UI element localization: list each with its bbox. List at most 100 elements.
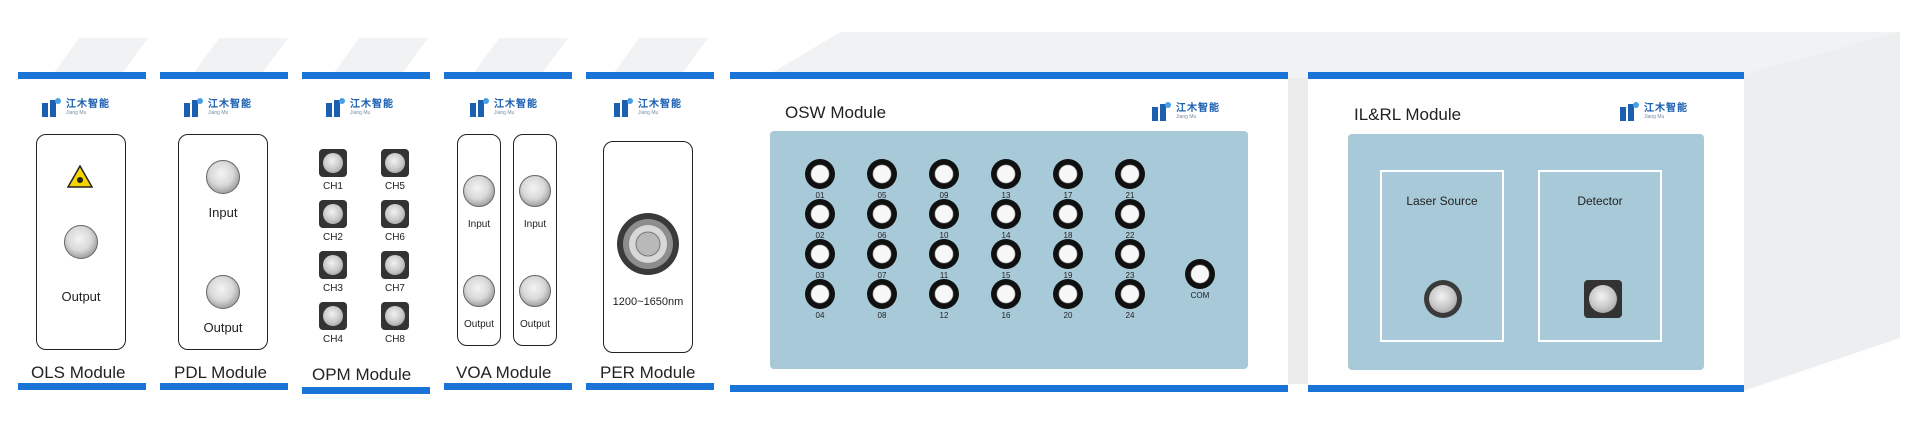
opm-ch2-label: CH2 [322, 232, 343, 243]
osw-port-12[interactable] [929, 279, 959, 309]
opm-ch5-port[interactable] [381, 149, 409, 177]
detector-port[interactable] [1584, 280, 1622, 318]
opm-ch4-label: CH4 [322, 334, 343, 345]
osw-port-label: 22 [1125, 231, 1135, 240]
ilrl-panel: Laser Source Detector [1348, 134, 1704, 370]
voa-input2-port[interactable] [519, 175, 551, 207]
osw-port-18[interactable] [1053, 199, 1083, 229]
opm-ch8-label: CH8 [384, 334, 405, 345]
chassis-right-side [1740, 32, 1900, 392]
osw-port-label: 04 [815, 311, 825, 320]
voa-output1-port[interactable] [463, 275, 495, 307]
osw-port-04[interactable] [805, 279, 835, 309]
osw-port-label: 15 [1001, 271, 1011, 280]
ols-output-port[interactable] [64, 225, 98, 259]
brand-name: 江木智能 [1644, 103, 1688, 114]
voa-output2-label: Output [519, 319, 551, 330]
opm-ch1-port[interactable] [319, 149, 347, 177]
detector-label: Detector [1577, 194, 1623, 208]
osw-port-08[interactable] [867, 279, 897, 309]
osw-port-09[interactable] [929, 159, 959, 189]
osw-com-port[interactable] [1185, 259, 1215, 289]
laser-source-box: Laser Source [1380, 170, 1504, 342]
brand-name: 江木智能 [494, 99, 538, 110]
opm-ch3-port[interactable] [319, 251, 347, 279]
voa-input1-port[interactable] [463, 175, 495, 207]
opm-ch1-label: CH1 [322, 181, 343, 192]
osw-port-16[interactable] [991, 279, 1021, 309]
osw-port-19[interactable] [1053, 239, 1083, 269]
brand-subname: Jiang Mu [66, 110, 87, 116]
pdl-front-panel: Input Output [178, 134, 268, 350]
osw-port-label: 05 [877, 191, 887, 200]
osw-module-title: OSW Module [785, 103, 887, 122]
pdl-output-port[interactable] [206, 275, 240, 309]
opm-ch4-port[interactable] [319, 302, 347, 330]
brand-subname: Jiang Mu [1176, 114, 1197, 120]
osw-port-label: 21 [1125, 191, 1135, 200]
osw-port-label: 19 [1063, 271, 1073, 280]
osw-com-label: COM [1190, 291, 1210, 300]
osw-port-15[interactable] [991, 239, 1021, 269]
opm-ch6-port[interactable] [381, 200, 409, 228]
brand-subname: Jiang Mu [208, 110, 229, 116]
osw-port-06[interactable] [867, 199, 897, 229]
osw-port-22[interactable] [1115, 199, 1145, 229]
pdl-module-title: PDL Module [174, 363, 267, 382]
opm-ch2-port[interactable] [319, 200, 347, 228]
osw-port-label: 08 [877, 311, 887, 320]
osw-port-17[interactable] [1053, 159, 1083, 189]
brand-logo-icon [468, 97, 490, 119]
voa-module-title: VOA Module [456, 363, 552, 382]
opm-ch7-label: CH7 [384, 283, 405, 294]
brand-name: 江木智能 [208, 99, 252, 110]
laser-source-label: Laser Source [1406, 194, 1478, 208]
opm-ch7-port[interactable] [381, 251, 409, 279]
per-front-panel: 1200~1650nm [603, 141, 693, 353]
osw-port-01[interactable] [805, 159, 835, 189]
ols-module-title: OLS Module [31, 363, 126, 382]
osw-port-13[interactable] [991, 159, 1021, 189]
osw-port-label: 06 [877, 231, 887, 240]
osw-port-label: 11 [939, 271, 949, 280]
osw-port-05[interactable] [867, 159, 897, 189]
opm-ch8-port[interactable] [381, 302, 409, 330]
brand-logo-icon [40, 97, 62, 119]
osw-port-11[interactable] [929, 239, 959, 269]
brand-subname: Jiang Mu [350, 110, 371, 116]
osw-port-07[interactable] [867, 239, 897, 269]
osw-port-24[interactable] [1115, 279, 1145, 309]
osw-port-10[interactable] [929, 199, 959, 229]
osw-port-23[interactable] [1115, 239, 1145, 269]
osw-port-label: 14 [1001, 231, 1011, 240]
per-input-connector[interactable] [616, 212, 680, 276]
osw-port-label: 23 [1125, 271, 1135, 280]
per-module-title: PER Module [600, 363, 696, 382]
opm-ch3-label: CH3 [322, 283, 343, 294]
osw-port-21[interactable] [1115, 159, 1145, 189]
osw-port-panel: 01 02 03 04 05 06 07 08 09 10 11 12 13 1… [770, 131, 1248, 369]
osw-port-02[interactable] [805, 199, 835, 229]
voa-input2-label: Input [523, 219, 547, 230]
osw-port-label: 17 [1063, 191, 1073, 200]
osw-port-label: 10 [939, 231, 949, 240]
pdl-input-port[interactable] [206, 160, 240, 194]
laser-source-port[interactable] [1424, 280, 1462, 318]
brand-name: 江木智能 [350, 99, 394, 110]
osw-port-03[interactable] [805, 239, 835, 269]
voa-output2-port[interactable] [519, 275, 551, 307]
brand-logo-icon [1618, 101, 1640, 123]
brand-logo-icon [1150, 101, 1172, 123]
ilrl-module-title: IL&RL Module [1354, 105, 1462, 124]
osw-port-20[interactable] [1053, 279, 1083, 309]
osw-port-14[interactable] [991, 199, 1021, 229]
ols-output-label: Output [61, 289, 101, 304]
